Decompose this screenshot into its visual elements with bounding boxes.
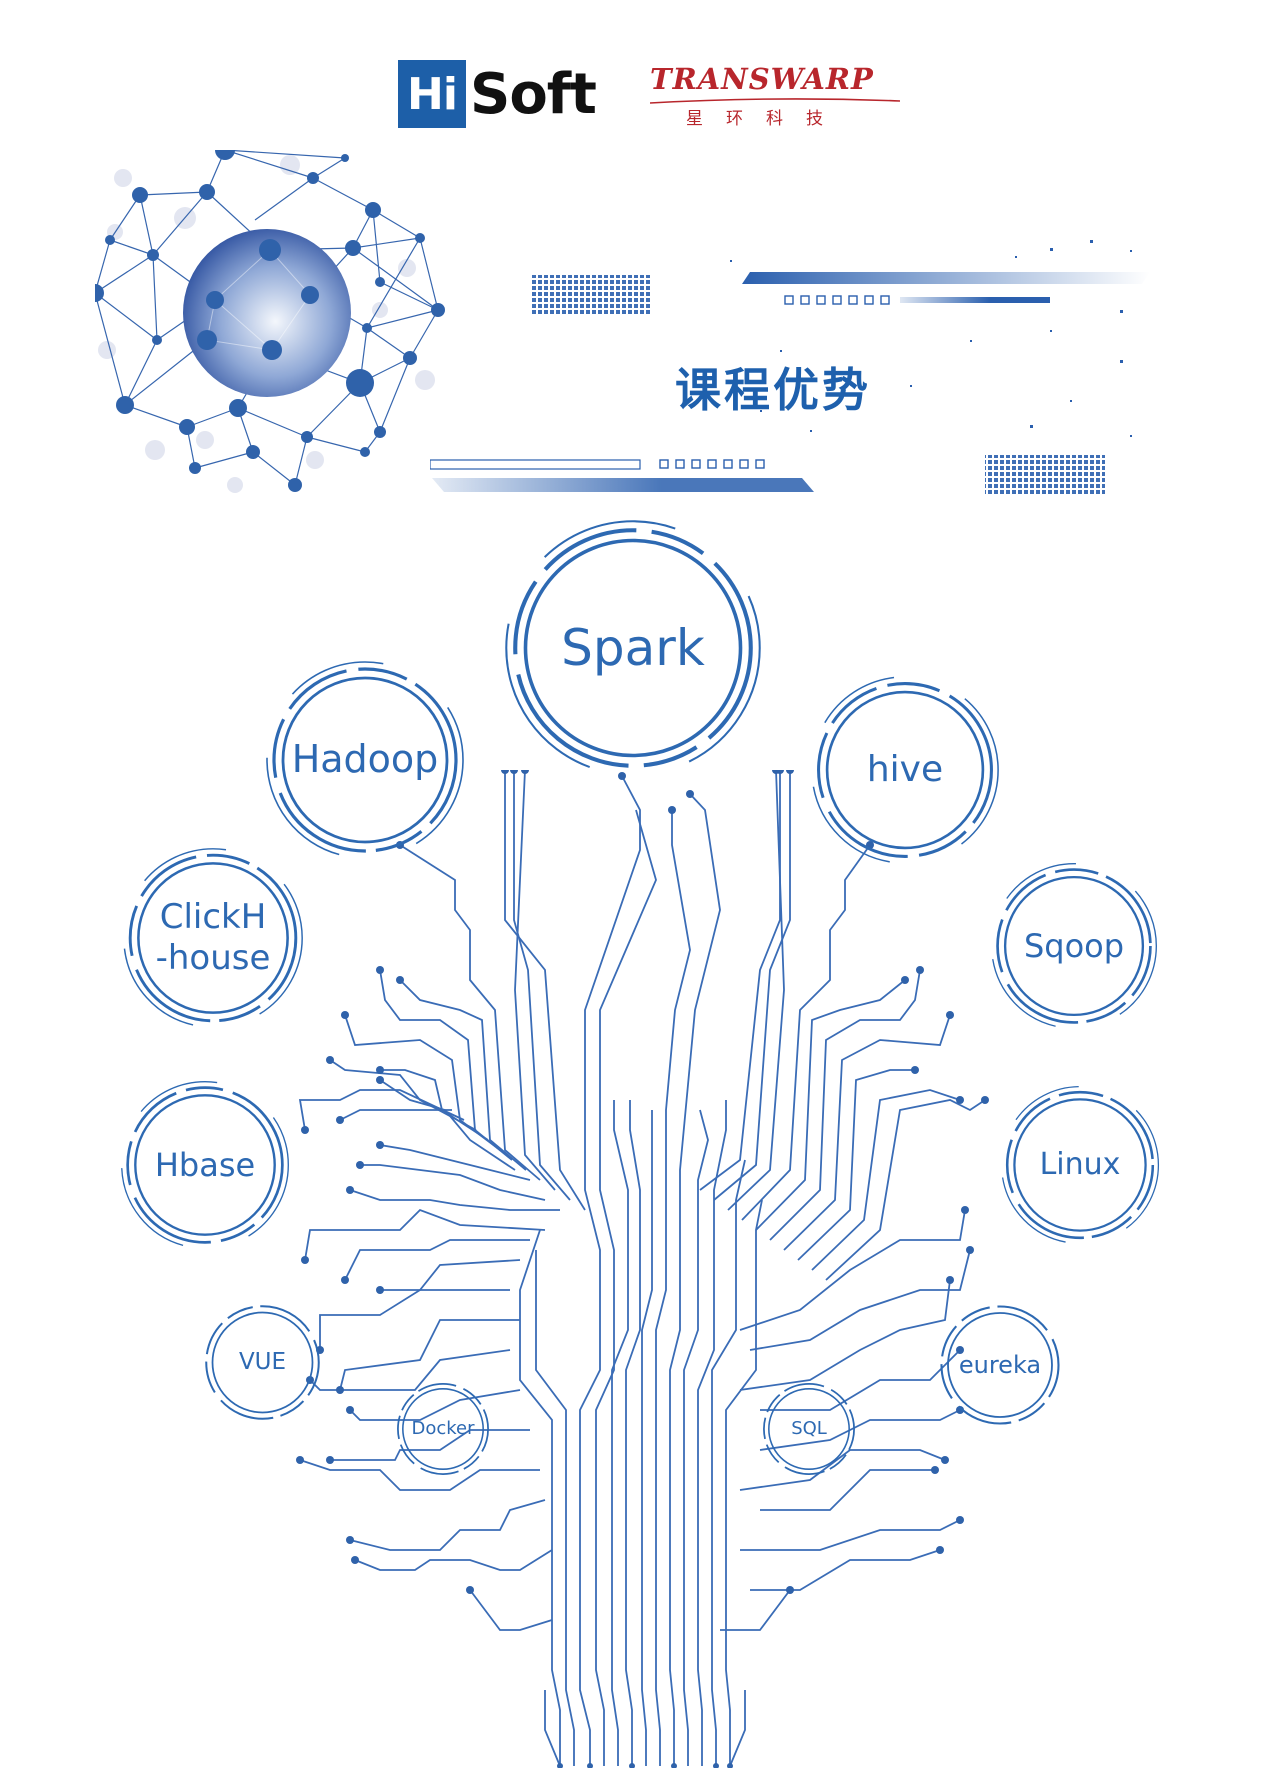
network-globe [183, 229, 351, 397]
skill-label-clickhouse: ClickH -house [155, 897, 271, 978]
skill-ring-docker: Docker [394, 1380, 492, 1478]
skill-ring-linux: Linux [1000, 1085, 1160, 1245]
ring-arcs-icon [266, 661, 464, 859]
circuit-tree [296, 770, 989, 1768]
banner-decoration [430, 240, 1150, 495]
network-nodes [95, 150, 445, 492]
skill-ring-hbase: Hbase [120, 1080, 290, 1250]
transwarp-logo: TRANSWARP 星环科技 [650, 62, 910, 134]
skill-label-docker: Docker [411, 1418, 475, 1440]
skill-label-hadoop: Hadoop [291, 737, 439, 782]
skill-ring-vue: VUE [200, 1300, 325, 1425]
banner-bar-bottom [432, 478, 814, 492]
scatter-dots [730, 240, 1132, 437]
pixel-block-bottom [985, 455, 1105, 495]
ring-arcs-icon [811, 676, 999, 864]
ring-arcs-icon [397, 1383, 489, 1475]
skill-label-sql: SQL [791, 1418, 827, 1440]
skill-label-hbase: Hbase [154, 1145, 256, 1184]
pixel-block-top [532, 275, 652, 315]
skill-ring-hive: hive [810, 675, 1000, 865]
skill-label-hive: hive [866, 749, 944, 791]
skill-label-vue: VUE [238, 1348, 287, 1375]
skill-ring-sql: SQL [760, 1380, 858, 1478]
hisoft-logo: Hi Soft [398, 60, 597, 128]
ring-arcs-icon [1000, 1085, 1160, 1245]
network-globe-illustration [95, 150, 445, 493]
hisoft-logo-hi: Hi [398, 60, 466, 128]
banner-title: 课程优势 [675, 363, 871, 417]
skill-ring-spark: Spark [505, 520, 761, 776]
hisoft-logo-soft: Soft [470, 61, 597, 127]
ring-arcs-icon [991, 863, 1157, 1029]
thin-bar-top [900, 297, 1050, 303]
skill-label-linux: Linux [1039, 1147, 1121, 1182]
outline-bar-bottom [430, 459, 641, 470]
ring-arcs-icon [940, 1305, 1060, 1425]
skill-label-eureka: eureka [958, 1350, 1042, 1379]
square-row-bottom [659, 459, 765, 469]
skill-ring-sqoop: Sqoop [990, 862, 1158, 1030]
transwarp-swoosh-icon [650, 98, 900, 104]
ring-arcs-icon [123, 848, 303, 1028]
circuit-traces [298, 770, 986, 1767]
banner-bar-top [742, 272, 1150, 284]
ring-arcs-icon [205, 1305, 320, 1420]
skill-label-spark: Spark [561, 619, 705, 677]
ring-arcs-icon [121, 1081, 289, 1249]
transwarp-logo-cn: 星环科技 [686, 109, 846, 129]
skill-ring-clickhouse: ClickH -house [122, 847, 304, 1029]
ring-arcs-icon [763, 1383, 855, 1475]
ring-arcs-icon [505, 520, 761, 776]
skill-ring-hadoop: Hadoop [265, 660, 465, 860]
square-row-top [784, 295, 890, 305]
skill-label-sqoop: Sqoop [1023, 926, 1125, 965]
transwarp-logo-word: TRANSWARP [650, 62, 874, 96]
skill-ring-eureka: eureka [935, 1300, 1065, 1430]
